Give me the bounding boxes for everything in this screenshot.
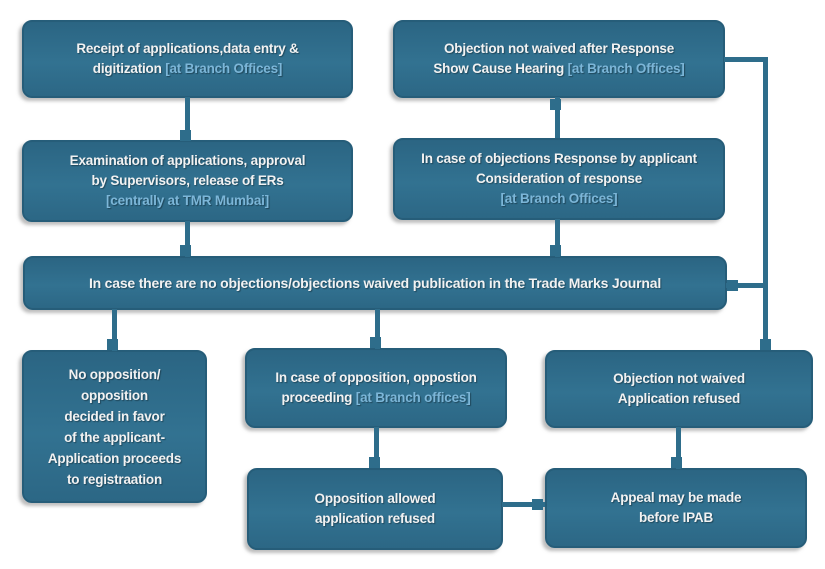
- connector-opposition-allowed-to-appeal: [502, 502, 545, 507]
- step-text: Consideration of response: [475, 171, 643, 186]
- connector-endpoint: [180, 130, 191, 141]
- step-text: Opposition allowed: [314, 491, 436, 506]
- connector-endpoint: [532, 499, 543, 510]
- step-text-line: before IPAB: [639, 508, 713, 528]
- step-text-line: Objection not waived after Response: [444, 39, 674, 59]
- step-text-line: Receipt of applications,data entry &: [76, 39, 299, 59]
- step-text-line: Appeal may be made: [611, 488, 742, 508]
- flow-step-objection-not-waived-refused: Objection not waived Application refused: [545, 350, 813, 428]
- flow-step-objections-response: In case of objections Response by applic…: [393, 138, 725, 220]
- connector-response-to-publication: [555, 219, 560, 257]
- step-location: [centrally at TMR Mumbai]: [105, 193, 270, 208]
- step-text-line: [centrally at TMR Mumbai]: [106, 191, 269, 211]
- step-text: to registraation: [66, 471, 163, 487]
- step-text-line: application refused: [315, 509, 435, 529]
- flow-step-opposition-allowed-refused: Opposition allowed application refused: [247, 468, 503, 550]
- step-location: [at Branch offices]: [355, 390, 471, 405]
- connector-endpoint: [107, 339, 118, 350]
- step-text: decided in favor: [64, 408, 165, 424]
- connector-objection-refused-to-appeal: [676, 427, 681, 469]
- flow-step-publication-journal: In case there are no objections/objectio…: [23, 256, 727, 310]
- step-location: [at Branch Offices]: [500, 191, 618, 206]
- step-text-line: No opposition/: [69, 364, 161, 385]
- flow-step-examination: Examination of applications, approval by…: [22, 140, 353, 222]
- step-text-line: Examination of applications, approval: [70, 151, 306, 171]
- step-text-line: proceeding [at Branch offices]: [281, 388, 470, 408]
- step-text-line: Objection not waived: [613, 369, 745, 389]
- step-text-line: digitization [at Branch Offices]: [92, 59, 283, 79]
- step-text-line: Opposition allowed: [315, 489, 436, 509]
- flow-step-appeal-ipab: Appeal may be made before IPAB: [545, 468, 807, 548]
- step-location: [at Branch Offices]: [567, 61, 685, 76]
- step-text: Examination of applications, approval: [69, 153, 306, 168]
- step-text: application refused: [315, 511, 435, 526]
- connector-endpoint: [671, 457, 682, 468]
- connector-showcause-to-right-rail: [724, 57, 767, 62]
- flow-step-receipt: Receipt of applications,data entry & dig…: [22, 20, 353, 98]
- connector-endpoint: [369, 457, 380, 468]
- step-location: [at Branch Offices]: [165, 61, 283, 76]
- step-text-line: Application refused: [618, 389, 740, 409]
- step-text: Objection not waived: [613, 371, 745, 386]
- step-text-line: [at Branch Offices]: [501, 189, 618, 209]
- step-text: of the applicant-: [64, 429, 165, 445]
- connector-endpoint: [727, 280, 738, 291]
- step-text: Receipt of applications,data entry &: [76, 41, 299, 56]
- connector-showcause-to-response: [555, 97, 560, 138]
- step-text-line: opposition: [81, 385, 148, 406]
- step-text-line: of the applicant-: [64, 427, 165, 448]
- flow-step-opposition-proceeding: In case of opposition, oppostion proceed…: [245, 348, 507, 428]
- flow-step-show-cause-hearing: Objection not waived after Response Show…: [393, 20, 725, 98]
- step-text-line: In case of opposition, oppostion: [275, 368, 477, 388]
- connector-examination-to-publication: [185, 221, 190, 257]
- step-text: digitization: [92, 61, 162, 76]
- step-text: Objection not waived after Response: [443, 41, 675, 56]
- step-text: In case of opposition, oppostion: [275, 370, 477, 385]
- connector-endpoint: [180, 245, 191, 256]
- connector-endpoint: [370, 337, 381, 348]
- connector-right-rail: [763, 57, 768, 350]
- connector-proceeding-to-opposition-allowed: [374, 427, 379, 468]
- step-text-line: Application proceeds: [48, 448, 181, 469]
- step-text-line: In case there are no objections/objectio…: [89, 273, 661, 293]
- step-text-line: Show Cause Hearing [at Branch Offices]: [433, 59, 684, 79]
- connector-publication-to-opposition-proceeding: [375, 309, 380, 349]
- step-text: In case there are no objections/objectio…: [88, 275, 662, 291]
- step-text-line: In case of objections Response by applic…: [421, 149, 697, 169]
- step-text: Show Cause Hearing: [433, 61, 565, 76]
- connector-endpoint: [550, 99, 561, 110]
- step-text: Application proceeds: [47, 450, 182, 466]
- step-text: by Supervisors, release of ERs: [91, 173, 284, 188]
- step-text-line: by Supervisors, release of ERs: [91, 171, 283, 191]
- step-text: Application refused: [617, 391, 741, 406]
- connector-endpoint: [760, 339, 771, 350]
- step-text-line: Consideration of response: [476, 169, 642, 189]
- step-text: No opposition/: [68, 366, 161, 382]
- connector-endpoint: [550, 245, 561, 256]
- connector-receipt-to-examination: [185, 97, 190, 140]
- step-text: Appeal may be made: [610, 490, 742, 505]
- step-text: In case of objections Response by applic…: [421, 151, 697, 166]
- step-text: proceeding: [281, 390, 353, 405]
- step-text-line: decided in favor: [64, 406, 165, 427]
- flow-step-no-opposition-registration: No opposition/ opposition decided in fav…: [22, 350, 207, 503]
- connector-publication-to-right-rail: [726, 283, 765, 288]
- connector-publication-to-no-opposition: [112, 309, 117, 351]
- step-text: before IPAB: [638, 510, 714, 525]
- step-text-line: to registraation: [67, 469, 162, 490]
- step-text: opposition: [81, 387, 148, 403]
